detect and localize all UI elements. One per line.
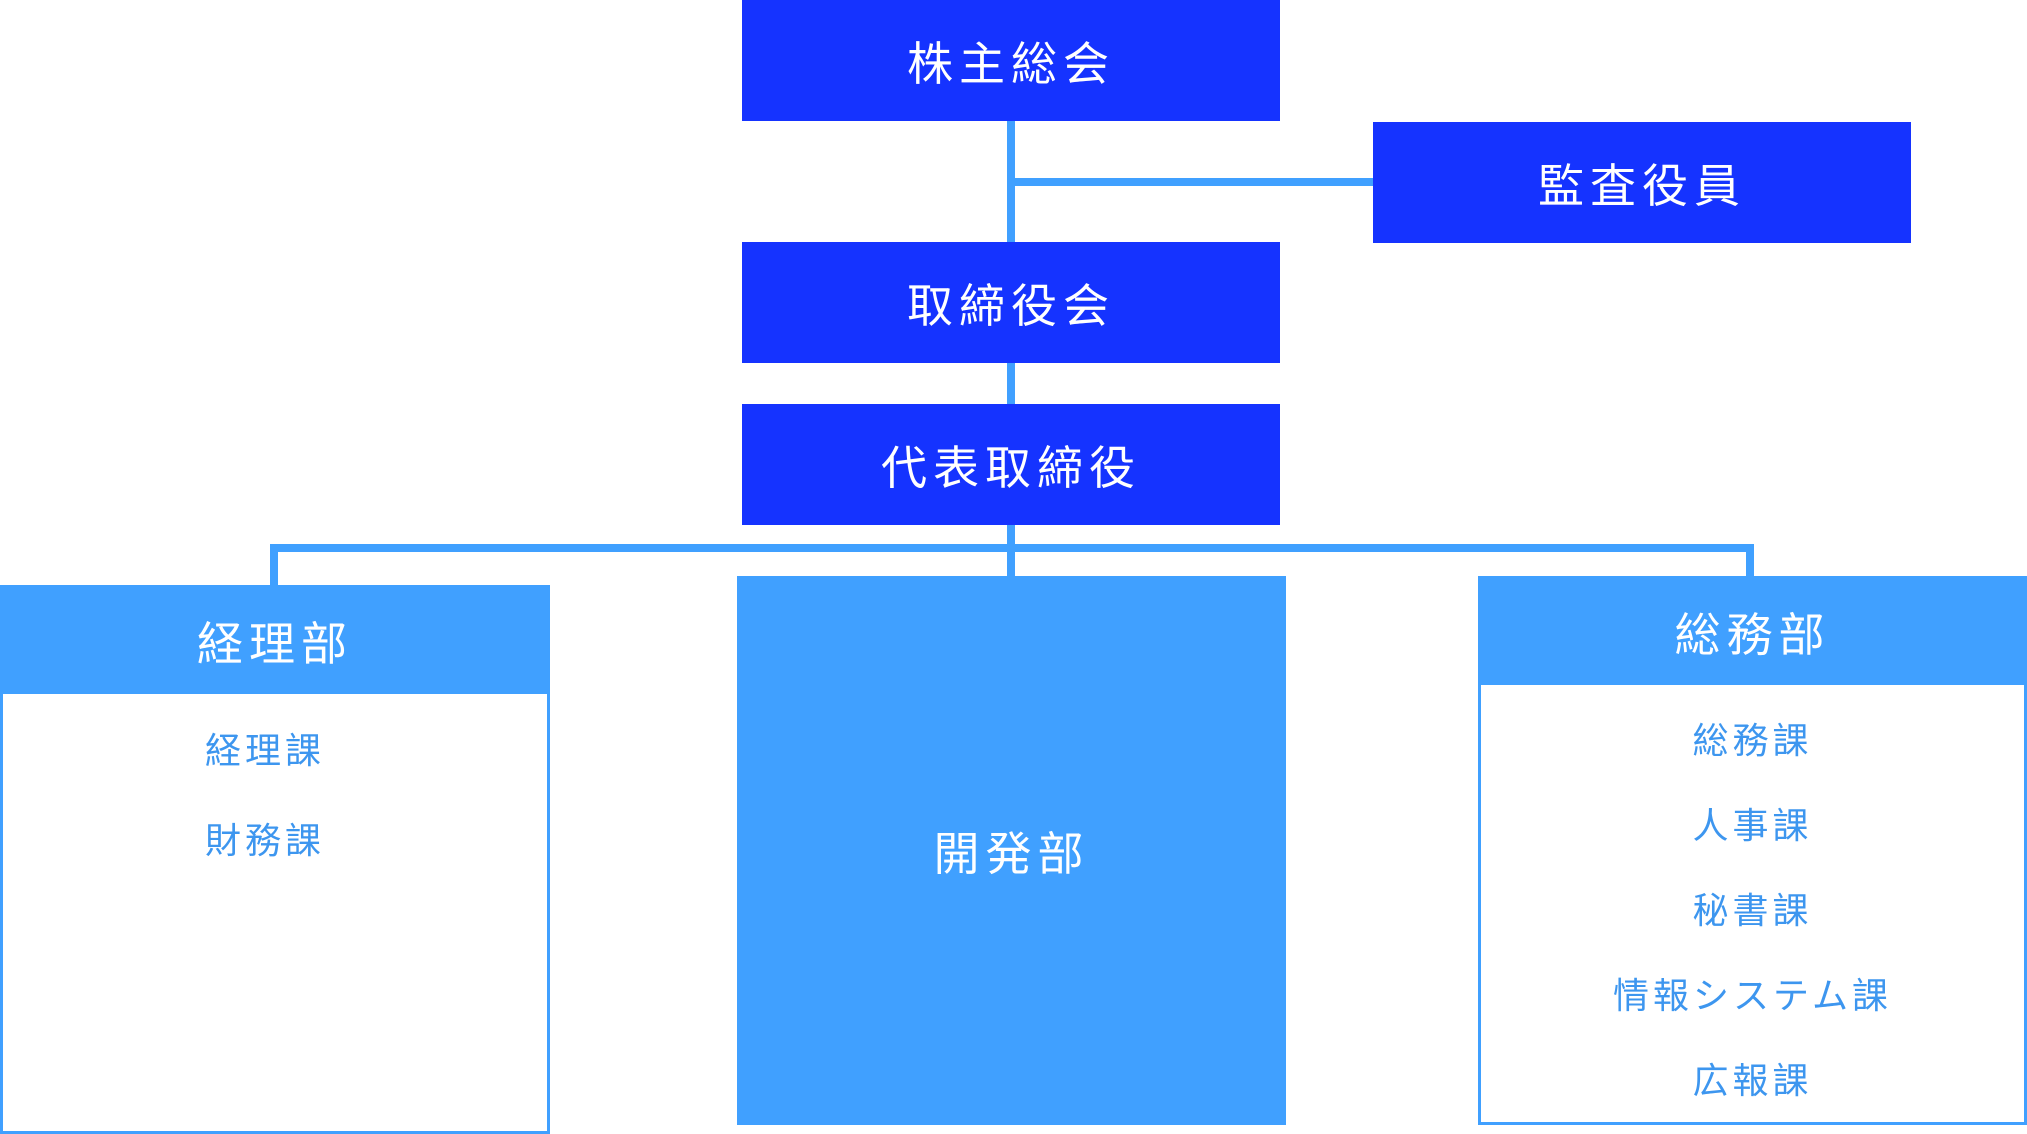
development-department: 開発部 — [737, 576, 1286, 1125]
connector-board-ceo — [1007, 362, 1015, 404]
board-box: 取締役会 — [742, 242, 1280, 363]
section-public-relations: 広報課 — [1692, 1061, 1813, 1102]
connector-auditor — [1007, 178, 1373, 186]
section-accounting: 経理課 — [205, 731, 326, 772]
shareholders-label: 株主総会 — [907, 36, 1115, 91]
accounting-label: 経理部 — [197, 617, 353, 671]
section-information-systems: 情報システム課 — [1613, 976, 1892, 1017]
accounting-department: 経理部 経理課 財務課 — [0, 585, 550, 1134]
connector-horizontal-branch — [270, 544, 1754, 552]
ceo-label: 代表取締役 — [881, 440, 1141, 495]
board-label: 取締役会 — [907, 278, 1115, 333]
auditor-label: 監査役員 — [1538, 158, 1746, 213]
general-affairs-label: 総務部 — [1674, 608, 1831, 662]
section-secretary: 秘書課 — [1692, 891, 1813, 932]
auditor-box: 監査役員 — [1373, 122, 1911, 243]
shareholders-box: 株主総会 — [742, 0, 1280, 121]
accounting-header: 経理部 — [3, 588, 547, 694]
ceo-box: 代表取締役 — [742, 404, 1280, 525]
connector-general-affairs — [1746, 544, 1754, 578]
connector-accounting — [270, 544, 278, 586]
section-human-resources: 人事課 — [1692, 806, 1813, 847]
section-general-affairs: 総務課 — [1692, 721, 1813, 762]
development-label: 開発部 — [933, 826, 1090, 881]
general-affairs-header: 総務部 — [1481, 579, 2024, 685]
general-affairs-department: 総務部 総務課 人事課 秘書課 情報システム課 広報課 — [1478, 576, 2027, 1125]
section-finance: 財務課 — [205, 821, 326, 862]
